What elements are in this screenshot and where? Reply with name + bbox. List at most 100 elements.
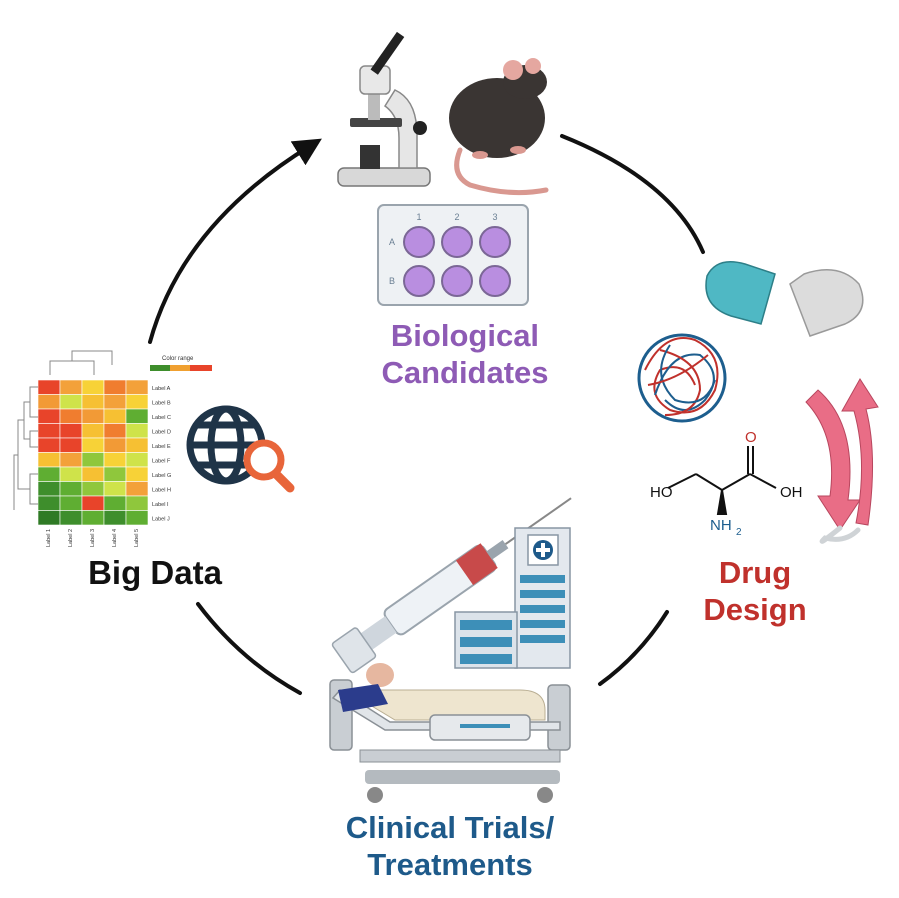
arc-drug-to-clinical — [598, 610, 669, 686]
heatmap-cell — [59, 437, 83, 453]
heatmap-cell — [59, 379, 83, 395]
node-drug-line1: Drug — [718, 555, 792, 590]
heatmap-row-label: Label J — [152, 517, 170, 523]
heatmap-cell — [81, 437, 105, 453]
node-clinical-trials: Clinical Trials/ Treatments — [290, 810, 610, 883]
node-drug-design: Drug Design — [670, 555, 840, 628]
heatmap-cell — [81, 510, 105, 526]
heatmap-cell — [125, 510, 149, 526]
heatmap-cell — [103, 495, 127, 511]
heatmap-cell — [103, 379, 127, 395]
heatmap-cell — [125, 495, 149, 511]
plate-well — [441, 226, 473, 258]
node-biological-candidates: Biological Candidates — [335, 318, 595, 391]
heatmap-cell — [81, 452, 105, 468]
color-range-bar — [150, 365, 212, 371]
molecule-amine: NH — [710, 517, 732, 534]
heatmap-cell — [37, 423, 61, 439]
heatmap-cell — [37, 510, 61, 526]
plate-well — [441, 265, 473, 297]
heatmap-cell — [59, 481, 83, 497]
arc-bigdata-to-bio — [148, 138, 322, 344]
heatmap-cell — [125, 452, 149, 468]
heatmap-cell — [103, 408, 127, 424]
plate-well — [479, 265, 511, 297]
heatmap-cell — [81, 394, 105, 410]
heatmap-cell — [103, 510, 127, 526]
heatmap-cell — [125, 466, 149, 482]
heatmap-row-label: Label B — [152, 401, 171, 407]
protein-tangle-icon — [637, 333, 727, 423]
heatmap-cell — [37, 481, 61, 497]
heatmap-row-label: Label D — [152, 430, 171, 436]
plate-well — [403, 226, 435, 258]
capsule-icon — [705, 261, 864, 337]
heatmap-row-label: Label G — [152, 473, 171, 479]
molecule-carbonyl: O — [745, 429, 757, 446]
plate-col-label: 3 — [492, 212, 497, 222]
heatmap-cell — [59, 423, 83, 439]
heatmap-cell — [81, 379, 105, 395]
arc-bio-to-drug — [560, 134, 705, 254]
heatmap-row-label: Label I — [152, 502, 169, 508]
beta-strand-icon — [805, 378, 879, 544]
heatmap-cell — [125, 437, 149, 453]
heatmap-cell — [37, 466, 61, 482]
heatmap-cell — [103, 481, 127, 497]
heatmap-cell — [37, 379, 61, 395]
heatmap-dendrogram — [13, 350, 113, 510]
node-bigdata-line1: Big Data — [88, 554, 222, 591]
heatmap-cell — [59, 394, 83, 410]
heatmap-row-label: Label H — [152, 488, 171, 494]
heatmap-col-label: Label 2 — [68, 529, 74, 547]
color-range-label: Color range — [162, 356, 194, 362]
node-drug-line2: Design — [703, 591, 807, 627]
heatmap-cell — [59, 408, 83, 424]
molecule-right-group: OH — [780, 484, 803, 501]
node-big-data: Big Data — [60, 554, 250, 593]
heatmap-cell — [37, 452, 61, 468]
heatmap-cell — [37, 408, 61, 424]
heatmap-cell — [103, 452, 127, 468]
heatmap-cell — [103, 423, 127, 439]
molecule-amine-sub: 2 — [736, 527, 742, 538]
heatmap-cell — [59, 452, 83, 468]
heatmap-cell — [125, 394, 149, 410]
heatmap-cell — [103, 394, 127, 410]
molecule-labels: HO OH O NH 2 — [650, 429, 803, 538]
heatmap-cell — [37, 394, 61, 410]
arc-clinical-to-bigdata — [196, 602, 302, 695]
heatmap-cell — [103, 437, 127, 453]
heatmap-row-label: Label A — [152, 386, 171, 392]
heatmap-cell — [81, 423, 105, 439]
heatmap-cell — [125, 481, 149, 497]
heatmap-cell — [59, 466, 83, 482]
heatmap-col-label: Label 4 — [112, 529, 118, 547]
heatmap-cell — [37, 495, 61, 511]
heatmap-cell — [81, 481, 105, 497]
molecule-structure — [667, 446, 777, 515]
well-plate: 1 2 3 A B — [377, 204, 529, 306]
mouse-icon — [449, 58, 549, 196]
heatmap-cell — [81, 408, 105, 424]
heatmap-cell — [125, 423, 149, 439]
heatmap-cell — [81, 495, 105, 511]
heatmap-cell — [59, 495, 83, 511]
heatmap-col-label: Label 5 — [134, 529, 140, 547]
heatmap-cell — [125, 379, 149, 395]
magnifier-icon — [243, 439, 295, 493]
node-clinical-line2: Treatments — [367, 846, 533, 882]
heatmap-cell — [81, 466, 105, 482]
heatmap-col-label: Label 1 — [46, 529, 52, 547]
heatmap-col-label: Label 3 — [90, 529, 96, 547]
molecule-left-group: HO — [650, 484, 673, 501]
heatmap-cell — [59, 510, 83, 526]
syringe-icon — [331, 497, 572, 674]
heatmap-cell — [37, 437, 61, 453]
heatmap-cell — [103, 466, 127, 482]
plate-well — [403, 265, 435, 297]
